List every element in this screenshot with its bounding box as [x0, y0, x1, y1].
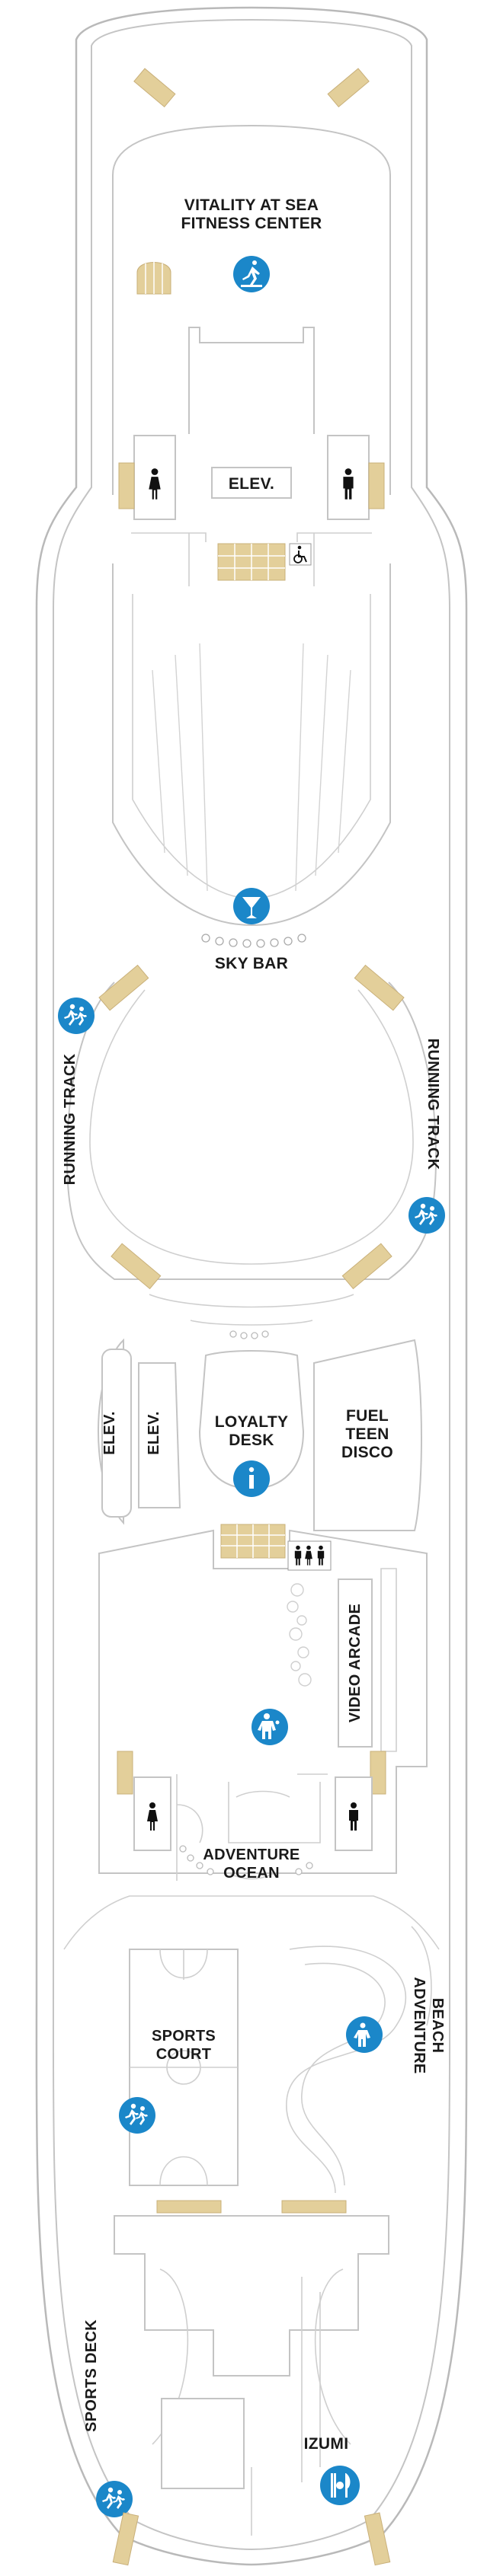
water-play-icon[interactable]: [346, 2016, 383, 2053]
stairs-left-mid-core: [117, 1751, 133, 1795]
izumi-outline: [301, 2277, 321, 2482]
running-track-right-label: RUNNING TRACK: [425, 1039, 441, 1170]
fitness-center-label-2: FITNESS CENTER: [181, 215, 322, 232]
dining-icon[interactable]: [320, 2466, 360, 2505]
fuel-teen-disco-label-3: DISCO: [341, 1444, 393, 1461]
hull-outline: [35, 6, 468, 2566]
sports-court-markings: [130, 1949, 238, 2186]
stairs-track-ar: [341, 1243, 392, 1290]
midship-dots: [229, 1330, 269, 1339]
loyalty-desk-outline: [198, 1350, 305, 1490]
cocktail-icon[interactable]: [233, 888, 270, 924]
treadmill-icon[interactable]: [233, 256, 270, 292]
running-track-left-label: RUNNING TRACK: [62, 1053, 78, 1185]
stairs-fitness-arch: [136, 261, 171, 295]
midship-arc-lines: [149, 1294, 354, 1326]
aft-deck-block: [114, 2215, 389, 2376]
sports-deck-label: SPORTS DECK: [83, 2319, 100, 2432]
sky-bar-label: SKY BAR: [215, 955, 288, 972]
arcade-side-corridor: [380, 1568, 397, 1752]
izumi-label: IZUMI: [304, 2435, 349, 2453]
elevator-mid-1[interactable]: [101, 1349, 132, 1518]
running-icon[interactable]: [96, 2481, 133, 2517]
core-lines: [131, 532, 372, 586]
fuel-teen-disco-label-1: FUEL: [346, 1407, 389, 1425]
adventure-beach-label-2: BEACH: [429, 1998, 446, 2054]
stairs-track-fr: [354, 964, 405, 1011]
video-arcade[interactable]: [338, 1578, 373, 1748]
fitness-center-outline: [112, 124, 391, 495]
family-restroom-icon: [287, 1540, 332, 1571]
stairs-stern-left: [112, 2512, 139, 2566]
elevator-mid-1-label: ELEV.: [101, 1411, 118, 1454]
hull-inner-outline: [52, 18, 451, 2551]
stairs-central-mid: [220, 1524, 286, 1559]
loyalty-desk-label-2: DESK: [229, 1432, 274, 1449]
elevator-mid-2-label: ELEV.: [146, 1411, 162, 1454]
sky-bar-outline: [112, 563, 391, 927]
wheelchair-icon: [289, 543, 312, 566]
running-track-oval: [66, 982, 437, 1280]
adventure-ocean-rooms: [176, 1773, 328, 1881]
aft-area-outline: [63, 1895, 440, 1950]
adventure-ocean-label-1: ADVENTURE: [203, 1847, 300, 1863]
stairs-right-forward-core: [368, 462, 385, 509]
stairs-forward-left: [133, 68, 176, 107]
sky-bar-inner: [132, 594, 371, 899]
elevator-forward[interactable]: [211, 467, 292, 499]
play-area-circles: [287, 1583, 312, 1687]
stairs-forward-right: [327, 68, 370, 107]
adventure-beach-label-1: ADVENTURE: [411, 1977, 428, 2073]
stairs-right-mid-core: [370, 1751, 386, 1795]
fuel-teen-disco-label-2: TEEN: [345, 1425, 389, 1443]
aft-lounge: [161, 2398, 245, 2489]
adventure-beach-slides: [286, 1926, 432, 2194]
running-icon[interactable]: [119, 2097, 155, 2134]
stairs-central-forward: [217, 543, 286, 581]
stairs-left-forward-core: [118, 462, 135, 509]
adventure-ocean-label-2: OCEAN: [223, 1865, 280, 1882]
elevator-forward-label: ELEV.: [229, 475, 274, 493]
sky-bar-stools: [201, 934, 306, 948]
adventure-ocean-dots: [179, 1845, 313, 1875]
stairs-stern-right: [364, 2512, 391, 2566]
fitness-center-label-1: VITALITY AT SEA: [184, 196, 319, 214]
running-icon[interactable]: [58, 998, 95, 1034]
elevator-core-forward: [188, 327, 315, 434]
stairs-aft-left: [156, 2200, 222, 2214]
sky-bar-seating-lines: [152, 643, 351, 892]
fuel-teen-disco-outline: [313, 1339, 422, 1531]
loyalty-desk-label-1: LOYALTY: [215, 1413, 289, 1431]
restroom-men-mid[interactable]: [335, 1776, 373, 1851]
sports-court-label-2: COURT: [156, 2046, 212, 2063]
elevator-mid-2[interactable]: [138, 1362, 181, 1508]
info-icon[interactable]: [233, 1460, 270, 1497]
stairs-aft-right: [281, 2200, 347, 2214]
stairs-track-fl: [98, 964, 149, 1011]
stairs-track-al: [111, 1243, 162, 1290]
video-arcade-label: VIDEO ARCADE: [347, 1604, 364, 1722]
kids-icon[interactable]: [252, 1709, 288, 1745]
running-icon[interactable]: [408, 1197, 445, 1234]
pool-deck-circle: [89, 989, 414, 1265]
sports-court-label-1: SPORTS: [152, 2028, 216, 2045]
